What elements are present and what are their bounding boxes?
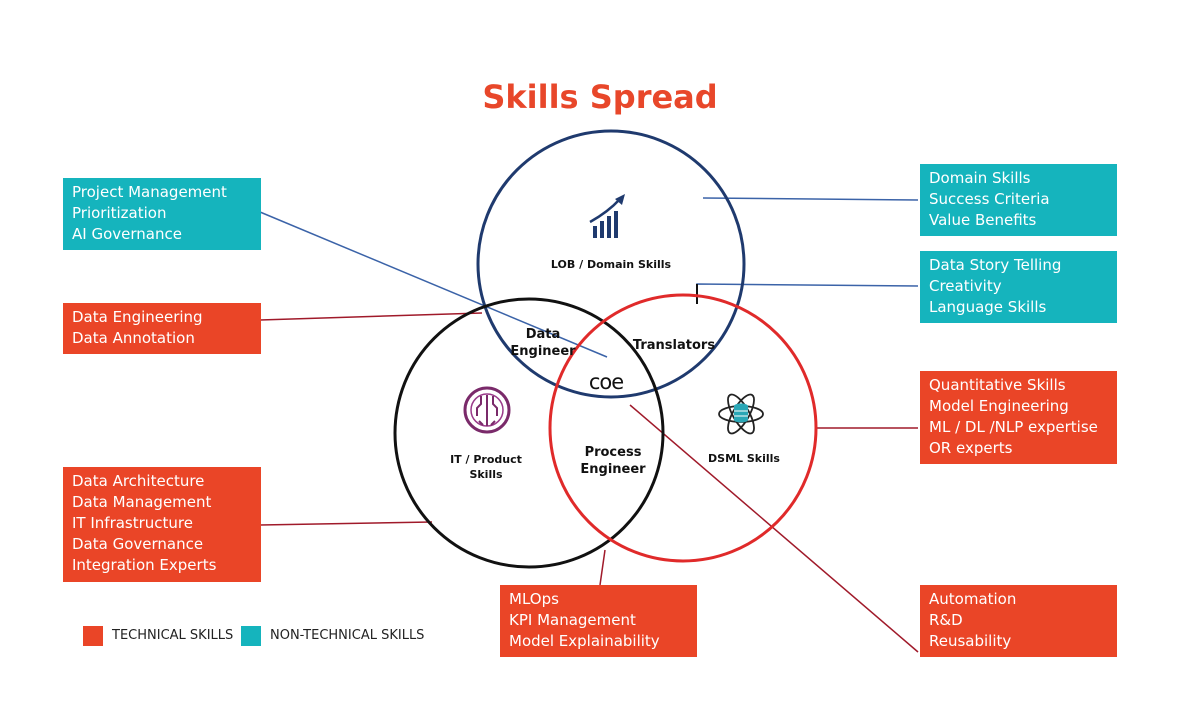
connector-domain	[702, 197, 919, 201]
dsml-circle	[548, 293, 818, 563]
box-line: Language Skills	[929, 298, 1047, 316]
box-project-management: Project Management Prioritization AI Gov…	[63, 178, 261, 250]
box-line: Data Engineering	[72, 308, 203, 326]
box-line: Data Governance	[72, 535, 204, 553]
box-line: OR experts	[929, 439, 1013, 457]
box-line: Automation	[929, 590, 1017, 608]
connector-data-eng	[259, 312, 483, 321]
box-line: Prioritization	[72, 204, 167, 222]
connector-data-arch	[259, 521, 433, 526]
legend-technical-label: TECHNICAL SKILLS	[112, 628, 234, 643]
process-engineer-label: Process Engineer	[568, 444, 658, 478]
process-engineer-line1: Process	[584, 445, 642, 460]
box-line: Data Story Telling	[929, 256, 1062, 274]
box-line: Data Management	[72, 493, 212, 511]
box-line: Creativity	[929, 277, 1002, 295]
it-label-line2: Skills	[469, 468, 503, 481]
connector-automation	[629, 404, 919, 653]
box-quantitative-skills: Quantitative Skills Model Engineering ML…	[920, 371, 1117, 464]
lob-circle	[476, 129, 746, 399]
box-line: IT Infrastructure	[72, 514, 193, 532]
box-line: Integration Experts	[72, 556, 217, 574]
box-line: Data Annotation	[72, 329, 195, 347]
box-line: R&D	[929, 611, 963, 629]
box-line: Project Management	[72, 183, 227, 201]
connector-mlops	[599, 549, 606, 586]
box-line: Reusability	[929, 632, 1012, 650]
box-line: KPI Management	[509, 611, 636, 629]
box-automation: Automation R&D Reusability	[920, 585, 1117, 657]
legend-non-technical-swatch	[241, 626, 261, 646]
it-circle	[393, 297, 665, 569]
box-line: Domain Skills	[929, 169, 1031, 187]
box-data-architecture: Data Architecture Data Management IT Inf…	[63, 467, 261, 582]
process-engineer-line2: Engineer	[580, 462, 646, 477]
dsml-label: DSML Skills	[708, 452, 780, 465]
box-line: Data Architecture	[72, 472, 205, 490]
page-title: Skills Spread	[482, 78, 718, 116]
lob-label: LOB / Domain Skills	[550, 258, 672, 271]
box-line: Quantitative Skills	[929, 376, 1066, 394]
it-label: IT / Product Skills	[436, 452, 536, 482]
data-engineer-label: Data Engineer	[498, 326, 588, 360]
it-label-line1: IT / Product	[450, 453, 522, 466]
box-line: AI Governance	[72, 225, 182, 243]
box-data-story-telling: Data Story Telling Creativity Language S…	[920, 251, 1117, 323]
coe-logo: coe	[588, 370, 624, 394]
box-line: Success Criteria	[929, 190, 1050, 208]
box-line: Model Engineering	[929, 397, 1069, 415]
box-line: MLOps	[509, 590, 559, 608]
atom-database-icon	[718, 393, 764, 435]
box-line: Model Explainability	[509, 632, 660, 650]
data-engineer-line1: Data	[525, 327, 561, 342]
circuit-chip-icon	[463, 386, 511, 434]
legend-non-technical-label: NON-TECHNICAL SKILLS	[270, 628, 425, 643]
legend-technical-swatch	[83, 626, 103, 646]
connector-project-mgmt	[259, 211, 608, 358]
box-line: Value Benefits	[929, 211, 1037, 229]
data-engineer-line2: Engineer	[510, 344, 576, 359]
connector-story	[696, 283, 919, 304]
growth-chart-icon	[589, 194, 625, 238]
box-data-engineering: Data Engineering Data Annotation	[63, 303, 261, 354]
box-domain-skills: Domain Skills Success Criteria Value Ben…	[920, 164, 1117, 236]
translators-label: Translators	[632, 338, 716, 353]
box-line: ML / DL /NLP expertise	[929, 418, 1098, 436]
box-mlops: MLOps KPI Management Model Explainabilit…	[500, 585, 697, 657]
